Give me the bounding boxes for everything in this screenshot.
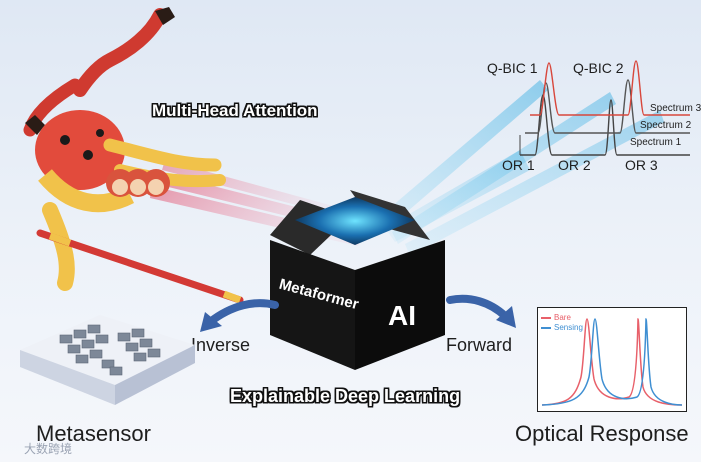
- metasensor-illustration: [20, 305, 200, 415]
- series-label-3: Spectrum 3: [650, 103, 701, 114]
- legend-bare-label: Bare: [554, 313, 571, 322]
- or-label-2: OR 2: [558, 157, 591, 173]
- or-label-1: OR 1: [502, 157, 535, 173]
- peak-label-2: Q-BIC 2: [573, 60, 624, 76]
- forward-arrow: [450, 299, 505, 316]
- series-label-1: Spectrum 1: [630, 137, 681, 148]
- inverse-arrow: [210, 303, 275, 322]
- explainable-deep-learning-title: Explainable Deep Learning: [230, 386, 460, 407]
- forward-label: Forward: [446, 335, 512, 356]
- watermark: 大数跨境: [24, 440, 72, 457]
- legend-bare-swatch: [541, 317, 551, 319]
- peak-label-1: Q-BIC 1: [487, 60, 538, 76]
- or-label-3: OR 3: [625, 157, 658, 173]
- legend-bare: Bare: [541, 313, 571, 322]
- optical-response-caption: Optical Response: [515, 421, 689, 447]
- series-label-2: Spectrum 2: [640, 120, 691, 131]
- legend-sensing-label: Sensing: [554, 323, 583, 332]
- legend-sensing-swatch: [541, 327, 551, 329]
- legend-sensing: Sensing: [541, 323, 583, 332]
